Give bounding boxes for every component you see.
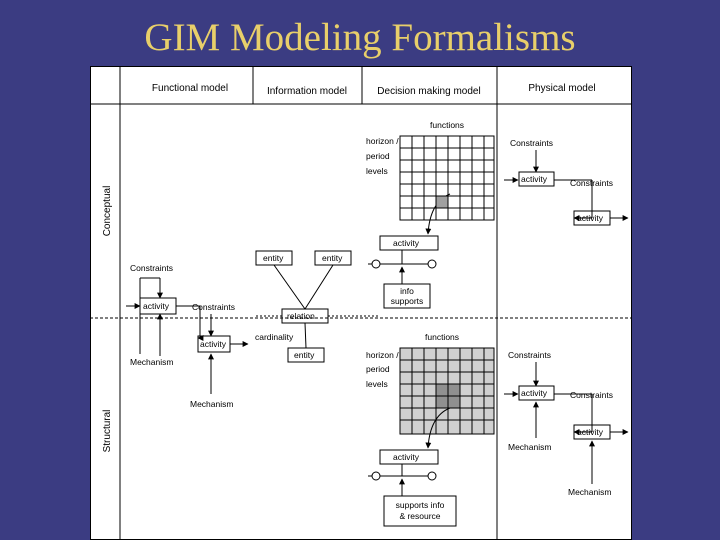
- decision-conceptual: [368, 135, 495, 309]
- ph-c-constraints-2: Constraints: [570, 178, 613, 188]
- decision-structural: [368, 347, 495, 527]
- formalisms-diagram: Functional model Information model Decis…: [90, 66, 632, 540]
- header-information: Information model: [267, 86, 347, 97]
- dm-c-info-1: info: [400, 286, 414, 296]
- dm-s-info-2: & resource: [399, 511, 440, 521]
- dm-c-row-1: horizon /: [366, 136, 399, 146]
- dm-s-functions: functions: [425, 332, 459, 342]
- physical-structural: [504, 362, 629, 484]
- ph-s-constraints-1: Constraints: [508, 350, 551, 360]
- dm-s-activity: activity: [393, 452, 420, 462]
- row-label-structural: Structural: [102, 410, 113, 453]
- fn-constraints-top: Constraints: [130, 263, 173, 273]
- ph-s-activity-1: activity: [521, 388, 548, 398]
- dm-s-row-1: horizon /: [366, 350, 399, 360]
- fn-mechanism-2: Mechanism: [190, 399, 233, 409]
- dm-c-activity: activity: [393, 238, 420, 248]
- dm-s-row-3: levels: [366, 379, 388, 389]
- dm-c-info-2: supports: [391, 296, 424, 306]
- dm-c-row-3: levels: [366, 166, 388, 176]
- ph-c-constraints-1: Constraints: [510, 138, 553, 148]
- ph-s-activity-2: activity: [577, 427, 604, 437]
- info-cardinality: cardinality: [255, 332, 294, 342]
- diagram-panel: Functional model Information model Decis…: [90, 66, 632, 540]
- fn-activity-1: activity: [143, 301, 170, 311]
- fn-activity-2: activity: [200, 339, 227, 349]
- info-entity-1: entity: [263, 253, 284, 263]
- info-relation: relation: [287, 311, 315, 321]
- functional-model: [126, 277, 249, 394]
- dm-s-row-2: period: [366, 364, 390, 374]
- dm-c-functions: functions: [430, 120, 464, 130]
- header-decision: Decision making model: [377, 86, 480, 97]
- info-entity-3: entity: [294, 350, 315, 360]
- row-label-conceptual: Conceptual: [102, 186, 113, 237]
- ph-s-mechanism-2: Mechanism: [568, 487, 611, 497]
- ph-s-mechanism-1: Mechanism: [508, 442, 551, 452]
- header-physical: Physical model: [528, 83, 595, 94]
- dm-c-row-2: period: [366, 151, 390, 161]
- information-model: [255, 250, 380, 363]
- fn-mechanism-1: Mechanism: [130, 357, 173, 367]
- header-functional: Functional model: [152, 83, 228, 94]
- ph-c-activity-2: activity: [577, 213, 604, 223]
- ph-c-activity-1: activity: [521, 174, 548, 184]
- slide-title: GIM Modeling Formalisms: [144, 16, 576, 59]
- ph-s-constraints-2: Constraints: [570, 390, 613, 400]
- fn-constraints-right: Constraints: [192, 302, 235, 312]
- physical-conceptual: [504, 150, 629, 226]
- info-entity-2: entity: [322, 253, 343, 263]
- dm-s-info-1: supports info: [396, 500, 445, 510]
